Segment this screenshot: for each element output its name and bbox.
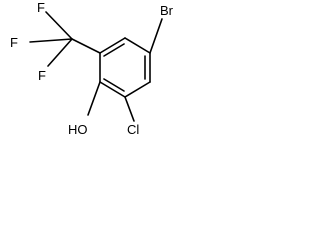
bond-cf3-f-top xyxy=(45,11,73,40)
bond-cf3-f-bottom xyxy=(47,38,73,67)
ring-bond-c1-c2 xyxy=(99,81,126,98)
fluoro-label-bottom: F xyxy=(38,68,46,83)
ring-bond-c4-c5 xyxy=(124,37,151,54)
ring-double-bond-c1-c2 xyxy=(103,78,125,92)
structure-diagram: Br Cl HO F F F xyxy=(10,0,174,137)
bond-c6-cf3 xyxy=(71,38,101,54)
ring-bond-c2-c3 xyxy=(124,81,151,98)
ring-double-bond-c5-c6 xyxy=(103,43,125,57)
bond-cf3-f-left xyxy=(29,38,73,43)
bond-c1-o xyxy=(87,81,101,116)
bond-c2-cl xyxy=(124,96,135,122)
fluoro-label-left: F xyxy=(10,35,18,50)
hydroxy-label: HO xyxy=(68,122,88,137)
bromo-label: Br xyxy=(160,3,174,18)
ring-bond-c5-c6 xyxy=(99,37,126,54)
fluoro-label-top: F xyxy=(37,0,45,15)
chloro-label: Cl xyxy=(127,122,139,137)
bond-c4-br xyxy=(149,18,163,54)
